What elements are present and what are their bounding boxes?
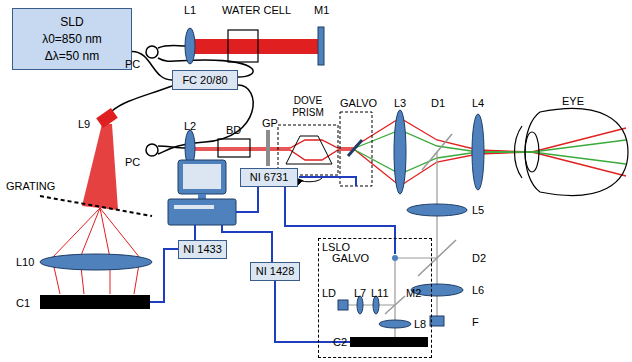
part-label: GP [262, 117, 278, 129]
part-label: C2 [333, 336, 347, 348]
part-label: WATER CELL [222, 4, 291, 16]
laser-diode [338, 300, 348, 310]
part-label: L10 [16, 256, 34, 268]
node-text: SLD [60, 14, 83, 31]
node-text: NI 1428 [256, 265, 295, 278]
part-label: PC [125, 156, 140, 168]
part-label: L5 [472, 204, 484, 216]
part-label: C1 [16, 297, 30, 309]
lens [185, 28, 195, 64]
camera-sensor [40, 295, 150, 309]
eye [515, 108, 629, 195]
part-label: GALVO [332, 252, 369, 264]
part-label: L7 [354, 287, 366, 299]
part-label: D1 [431, 97, 445, 109]
coupler-box: FC 20/80 [172, 70, 238, 90]
water-cell [228, 30, 258, 62]
galvo-mirror [348, 140, 362, 156]
part-label: L1 [184, 4, 196, 16]
part-label: M2 [406, 287, 421, 299]
lens [394, 110, 406, 194]
part-label: F [472, 316, 479, 328]
part-label: GRATING [6, 180, 55, 192]
node-text: λ0=850 nm [42, 31, 102, 48]
part-label: L8 [414, 318, 426, 330]
node-text: FC 20/80 [182, 74, 227, 87]
spectrometer-beam [82, 124, 118, 210]
daq-box: NI 6731 [240, 168, 298, 187]
grating [40, 196, 152, 216]
daq-box: NI 1433 [178, 240, 227, 259]
dispersed-rays [52, 208, 140, 294]
lens [472, 114, 484, 190]
dichroic [418, 240, 456, 276]
part-label: L6 [472, 284, 484, 296]
signal-wires [150, 177, 395, 342]
dashed-frame [340, 112, 372, 186]
fixation-target [430, 316, 444, 326]
daq-box: NI 1428 [250, 262, 300, 281]
part-label: L11 [371, 287, 389, 299]
node-text: NI 6731 [250, 171, 289, 184]
galvo-pivot [392, 255, 398, 261]
beam-displacer [218, 139, 250, 157]
part-label: L3 [394, 97, 406, 109]
part-label: EYE [562, 95, 584, 107]
part-label: L4 [472, 97, 484, 109]
lens [407, 204, 467, 216]
part-label: D2 [472, 252, 486, 264]
part-label: M1 [314, 4, 329, 16]
part-label: L9 [78, 118, 90, 130]
lslo-beams [348, 152, 437, 338]
reference-beam [190, 39, 318, 54]
sample-beams [190, 118, 626, 186]
part-label: L2 [184, 120, 196, 132]
rotation-arrow [296, 178, 322, 182]
computer [168, 160, 236, 225]
node-text: NI 1433 [183, 243, 222, 256]
part-label: GALVO [340, 97, 377, 109]
lens [40, 254, 152, 270]
dove-prism [286, 136, 332, 164]
glass-plate [266, 130, 270, 166]
part-label: BD [226, 124, 241, 136]
mirror [318, 27, 324, 65]
node-text: Δλ=50 nm [45, 48, 99, 65]
part-label: DOVE PRISM [283, 95, 333, 119]
source-box: SLDλ0=850 nmΔλ=50 nm [12, 8, 132, 70]
part-label: LD [322, 287, 336, 299]
lens [379, 320, 411, 328]
part-label: PC [125, 58, 140, 70]
camera-sensor [350, 337, 428, 347]
